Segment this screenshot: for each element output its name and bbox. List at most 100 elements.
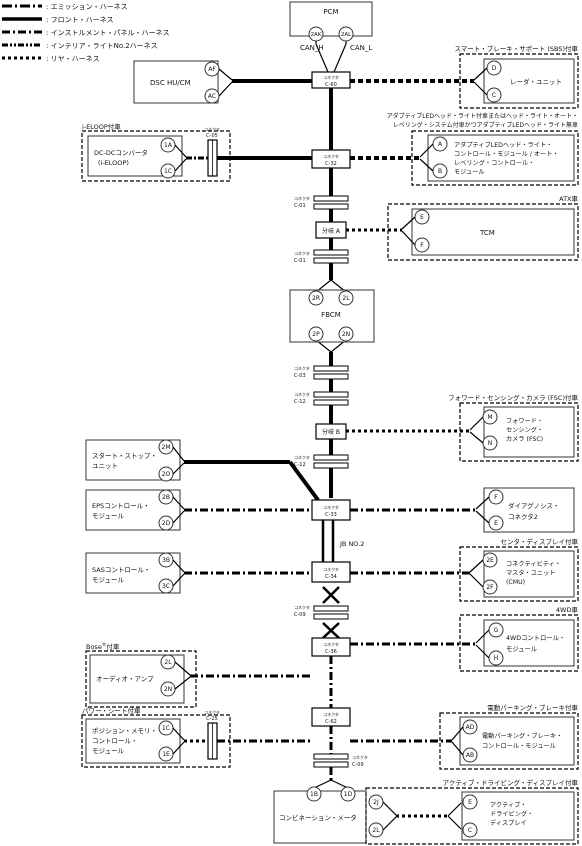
connector-c12b-label: C-12 [294, 462, 306, 468]
dsc-module: DSC HU/CM AF AC [133, 60, 312, 104]
connector-c60-word: コネクタ [323, 74, 339, 80]
add-pin-c: C [468, 827, 472, 834]
connector-c01a-label: C-01 [294, 203, 306, 209]
eps-module: EPSコントロール・ モジュール 2B 2D [85, 489, 312, 531]
branch-a [315, 221, 347, 239]
sas-label-1: SASコントロール・ [92, 566, 150, 574]
dcdc-label-1: DC-DCコンバータ [94, 148, 148, 157]
start-stop-pin-2m: 2M [162, 444, 171, 451]
power-seat-label-2: コントロール・ [92, 737, 138, 745]
legend-label-emission: : エミッション・ハーネス [46, 3, 128, 11]
add-label-2: ドライビング・ [490, 810, 533, 818]
audio-pin-2l: 2L [164, 659, 172, 666]
power-seat-option: パワー・シート付車 ポジション・メモリ・ コントロール・ モジュール 1C 1E… [81, 706, 312, 768]
fsc-pin-n: N [488, 440, 493, 447]
branch-b-label: 分岐 B [322, 428, 340, 436]
fbcm-module: FBCM 2R 2L 2P 2N [289, 289, 375, 343]
awd-option: 4WD車 4WDコントロール・ モジュール G H [350, 605, 579, 672]
fsc-option: フォワード・センシング・カメラ (FSC)付車 フォワード・ センシング・ カメ… [346, 393, 579, 462]
pcm-module: PCM 2AK 2AL CAN_H CAN_L [289, 1, 373, 52]
dsc-label: DSC HU/CM [150, 79, 191, 87]
ieloop-note: i-ELOOP付車 [82, 122, 121, 131]
cmu-pin-2e: 2E [486, 557, 494, 564]
headlight-label-4: モジュール [454, 169, 485, 176]
meter-pin-1d: 1D [344, 791, 353, 798]
diag-pin-f: F [494, 494, 498, 501]
power-seat-label-1: ポジション・メモリ・ [92, 727, 157, 735]
fbcm-pin-2r: 2R [312, 295, 320, 302]
can-trunk [313, 34, 349, 789]
c05-word: コネクタ [204, 126, 220, 132]
epb-note: 電動パーキング・ブレーキ付車 [487, 703, 578, 712]
connector-c33-label: C-33 [325, 512, 337, 518]
fbcm-pin-2p: 2P [312, 331, 320, 338]
power-seat-pin-1e: 1E [162, 751, 170, 758]
meter-pin-1b: 1B [310, 791, 318, 798]
jb-label: JB NO.2 [339, 540, 364, 548]
can-l-label: CAN_L [350, 44, 372, 52]
fbcm-pin-2l: 2L [342, 295, 350, 302]
radar-option: スマート・ブレーキ・サポート (SBS)付車 レーダ・ユニット D C [350, 44, 579, 109]
awd-note: 4WD車 [556, 605, 579, 614]
pcm-pin-2al: 2AL [341, 32, 352, 38]
power-seat-note: パワー・シート付車 [82, 706, 141, 715]
dcdc-option: i-ELOOP付車 DC-DCコンバータ (i-ELOOP) 1A 1C コネク… [81, 122, 312, 182]
epb-label-1: 電動パーキング・ブレーキ・ [482, 732, 562, 740]
legend-label-front: : フロント・ハーネス [46, 16, 114, 24]
start-stop-label-2: ユニット [92, 462, 118, 470]
connector-c12a-word: コネクタ [294, 391, 310, 397]
power-seat-label-3: モジュール [92, 747, 125, 755]
fsc-note: フォワード・センシング・カメラ (FSC)付車 [448, 393, 578, 402]
connector-c09a-label: C-09 [294, 612, 306, 618]
diag-module: ダイアグノシス・ コネクタ2 F E [350, 487, 575, 533]
legend-label-instrument: : インストルメント・パネル・ハーネス [46, 29, 169, 37]
meter-pin-2j: 2J [373, 799, 379, 806]
add-label-1: アクティブ・ [490, 801, 526, 809]
can-h-label: CAN_H [300, 44, 324, 52]
connector-c33 [311, 499, 351, 521]
epb-option: 電動パーキング・ブレーキ付車 電動パーキング・ブレーキ・ コントロール・モジュー… [350, 703, 579, 770]
center-connectors: コネクタ C-60 コネクタ C-32 コネクタ C-01 分岐 A コネクタ … [294, 71, 368, 768]
connector-c01a-word: コネクタ [294, 195, 310, 201]
start-stop-module: スタート・ストップ・ ユニット 2M 2O [85, 439, 320, 502]
connector-c62-label: C-62 [325, 719, 337, 725]
headlight-note-1: アダプティブLEDヘッド・ライト付車またはヘッド・ライト・オート・ [387, 112, 578, 120]
diag-pin-e: E [494, 520, 498, 527]
eps-pin-2b: 2B [162, 494, 170, 501]
connector-c34 [311, 561, 351, 583]
audio-label: オーディオ・アンプ [96, 674, 154, 683]
connector-c36-word: コネクタ [323, 641, 339, 647]
connector-c62 [311, 707, 351, 727]
epb-pin-ad: AD [466, 724, 475, 731]
connector-c33-word: コネクタ [323, 504, 339, 510]
add-pin-e: E [468, 799, 472, 806]
headlight-label-1: アダプティブLEDヘッド・ライト・ [454, 141, 552, 149]
epb-pin-ab: AB [466, 752, 474, 759]
legend-label-rear: : リヤ・ハーネス [46, 55, 100, 63]
audio-option: Bose®付車 オーディオ・アンプ 2L 2N [85, 641, 312, 708]
connector-c03-label: C-03 [294, 373, 306, 379]
start-stop-pin-2o: 2O [162, 471, 171, 478]
connector-c09b-word: コネクタ [352, 754, 368, 760]
start-stop-label-1: スタート・ストップ・ [92, 451, 157, 460]
connector-c09b-label: C-09 [352, 762, 364, 768]
eps-label-2: モジュール [92, 512, 125, 520]
atx-note: ATX車 [559, 194, 578, 203]
awd-label-1: 4WDコントロール・ [506, 634, 565, 642]
connector-c60 [311, 71, 351, 89]
headlight-option: アダプティブLEDヘッド・ライト付車またはヘッド・ライト・オート・ レベリング・… [350, 112, 579, 186]
connector-c60-label: C-60 [325, 82, 337, 88]
dcdc-label-2: (i-ELOOP) [98, 159, 129, 167]
headlight-pin-a: A [438, 141, 443, 148]
add-option: アクティブ・ドライビング・ディスプレイ付車 2J 2L アクティブ・ ドライビン… [365, 778, 579, 845]
sbs-note: スマート・ブレーキ・サポート (SBS)付車 [454, 44, 578, 53]
meter-label: コンビネーション・メータ [279, 813, 357, 822]
legend-label-interior: : インテリア・ライトNo.2ハーネス [46, 42, 158, 50]
fbcm-label: FBCM [321, 311, 341, 319]
connector-c12b-word: コネクタ [294, 454, 310, 460]
awd-pin-g: G [494, 627, 499, 634]
pcm-pin-2ak: 2AK [311, 32, 322, 38]
tcm-pin-f: F [420, 242, 424, 249]
tcm-label: TCM [479, 229, 495, 237]
center-display-note: センタ・ディスプレイ付車 [500, 537, 578, 546]
